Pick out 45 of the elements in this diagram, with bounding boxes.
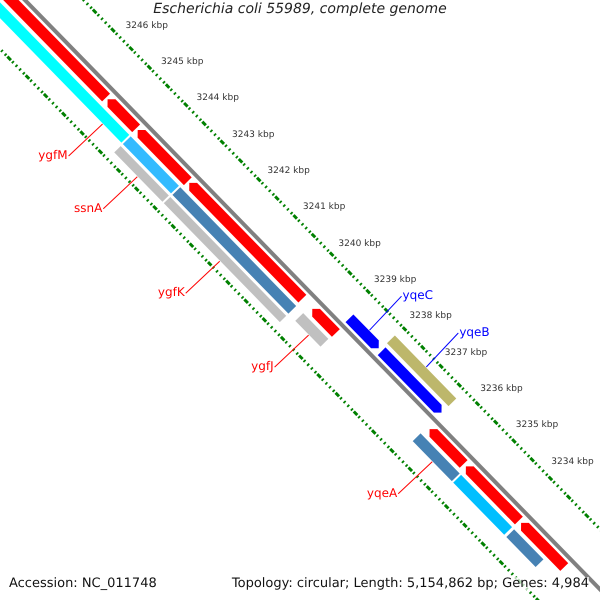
scale-label: 3236 kbp — [480, 385, 523, 394]
leader-line — [426, 332, 459, 368]
scale-label: 3244 kbp — [196, 94, 239, 104]
gene-feature — [428, 428, 469, 470]
scale-label: 3246 kbp — [126, 22, 168, 30]
gene-feature — [344, 313, 380, 350]
gene-feature — [0, 0, 112, 103]
scale-label: 3237 kbp — [444, 348, 488, 358]
scale-label: 3239 kbp — [374, 276, 416, 285]
leader-line — [398, 461, 433, 494]
gene-feature — [106, 98, 142, 134]
gene-segment — [452, 474, 514, 536]
gene-feature — [464, 465, 524, 526]
genome-summary: Topology: circular; Length: 5,154,862 bp; Genes: 4,984 — [232, 577, 589, 590]
gene-label: ssnA — [74, 202, 102, 214]
gene-segment — [411, 432, 462, 483]
gene-segment — [294, 312, 330, 348]
leader-line — [274, 334, 310, 368]
leader-line — [185, 260, 220, 294]
gene-label: ygfM — [38, 149, 68, 161]
scale-label: 3240 kbp — [338, 240, 381, 249]
gene-label: ygfJ — [251, 360, 274, 372]
gene-feature — [311, 308, 342, 338]
gene-feature — [376, 346, 443, 414]
accession-text: Accession: NC_011748 — [9, 577, 157, 590]
gene-feature — [520, 522, 570, 572]
gene-label: ygfK — [158, 286, 185, 298]
scale-label: 3245 kbp — [161, 58, 204, 67]
title: Escherichia coli 55989, complete genome — [153, 2, 447, 16]
gene-label: yqeB — [459, 326, 490, 338]
scale-label: 3235 kbp — [516, 421, 558, 430]
leader-line — [68, 124, 104, 156]
scale-label: 3241 kbp — [302, 203, 346, 212]
gene-feature — [136, 128, 194, 186]
leader-line — [369, 296, 402, 331]
scale-label: 3238 kbp — [409, 312, 452, 322]
scale-label: 3243 kbp — [232, 130, 274, 140]
gene-segment — [112, 144, 170, 204]
gene-segment — [121, 135, 180, 195]
gene-label: yqeA — [366, 486, 398, 499]
gene-label: yqeC — [402, 289, 433, 302]
leader-line — [102, 176, 138, 210]
scale-label: 3242 kbp — [267, 166, 310, 176]
gene-segment — [504, 528, 545, 568]
scale-label: 3234 kbp — [551, 458, 594, 467]
